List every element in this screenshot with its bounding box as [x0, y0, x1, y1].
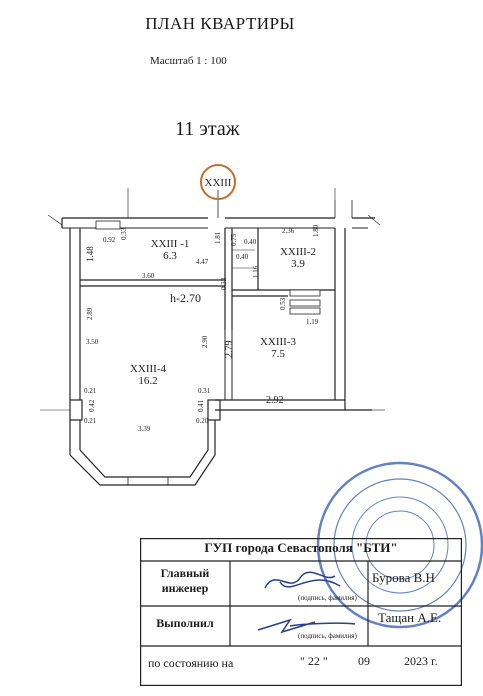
stamp-date-day: " 22 ": [300, 654, 328, 668]
room-2-id: XXIII-2: [280, 246, 316, 258]
dim-020: 0.20: [196, 417, 209, 425]
stamp-row2-caption: (подпись, фамилия): [298, 632, 357, 640]
dim-092: 0.92: [103, 236, 116, 244]
stamp-row1-role-line1: Главный: [160, 566, 210, 580]
ceiling-height: h-2.70: [170, 291, 201, 305]
signature-1-icon: [264, 571, 341, 589]
dim-041: 0.41: [197, 399, 205, 412]
stamp-row2-name: Тащан А.Е.: [378, 610, 442, 625]
stamp-table: [140, 538, 462, 686]
room-1-id: XXIII -1: [151, 238, 190, 250]
stamp-row1-name: Бурова В.Н: [372, 570, 435, 585]
dim-180: 1.80: [312, 224, 320, 237]
room-4-id: XXIII-4: [130, 363, 167, 375]
dim-292: 2.92: [266, 395, 284, 406]
dim-339: 3.39: [138, 425, 151, 433]
stamp-date-label: по состоянию на: [148, 656, 234, 670]
dim-075: 0.75: [230, 233, 238, 246]
dim-181: 1.81: [214, 231, 222, 244]
dim-116: 1.16: [252, 265, 260, 278]
plan-title: ПЛАН КВАРТИРЫ: [145, 14, 295, 33]
stamp-row2-role: Выполнил: [156, 616, 214, 630]
stamp-row1-caption: (подпись, фамилия): [298, 594, 357, 602]
dim-279: 2.79: [224, 341, 235, 359]
stamp-row1-role-line2: инженер: [161, 581, 209, 595]
dim-289: 2.89: [86, 307, 94, 320]
stamp-date-month: 09: [358, 654, 370, 668]
room-3-area: 7.5: [271, 348, 285, 360]
dim-350: 3.50: [86, 338, 99, 346]
bti-seal: [316, 461, 483, 629]
stamp-organization: ГУП города Севастополя "БТИ": [204, 540, 398, 555]
dim-053: 0.53: [279, 297, 287, 310]
scale-label: Масштаб 1 : 100: [150, 55, 227, 67]
dim-040b: 0.40: [236, 253, 249, 261]
dim-031: 0.31: [198, 387, 211, 395]
dim-021b: 0.21: [84, 417, 97, 425]
section-marker-circle: [200, 164, 236, 200]
room-2-area: 3.9: [291, 258, 305, 270]
dim-040a: 0.40: [244, 238, 257, 246]
room-3-id: XXIII-3: [260, 336, 297, 348]
dim-042: 0.42: [88, 399, 96, 412]
stamp-date-year: 2023 г.: [404, 654, 438, 668]
dim-290: 2.90: [201, 335, 209, 348]
dim-033a: 0.33: [120, 227, 128, 240]
room-4-area: 16.2: [138, 375, 157, 387]
dim-236: 2.36: [282, 227, 295, 235]
signature-2-icon: [257, 618, 356, 634]
dim-021a: 0.21: [84, 387, 97, 395]
dim-119: 1.19: [306, 318, 319, 326]
dim-447: 4.47: [196, 258, 209, 266]
section-marker: XXIII: [205, 177, 232, 189]
room-1-area: 6.3: [163, 250, 177, 262]
floor-label: 11 этаж: [175, 118, 240, 140]
dim-360: 3.60: [142, 272, 155, 280]
dim-148: 1.48: [85, 246, 95, 262]
dim-033b: 0.33: [220, 277, 228, 290]
